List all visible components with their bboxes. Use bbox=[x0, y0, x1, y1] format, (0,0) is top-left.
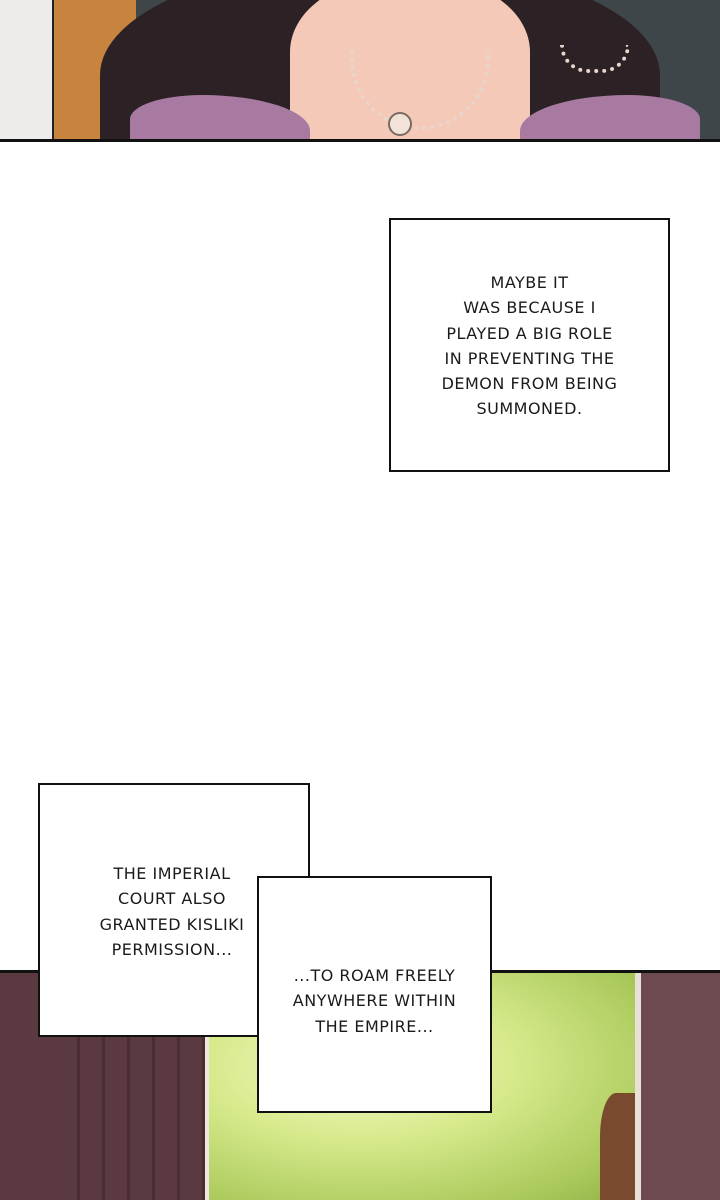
caption-1: MAYBE IT WAS BECAUSE I PLAYED A BIG ROLE… bbox=[389, 270, 670, 422]
wall bbox=[0, 0, 52, 139]
top-comic-panel bbox=[0, 0, 720, 142]
figure-hair bbox=[600, 1093, 640, 1200]
caption-line: WAS BECAUSE I bbox=[463, 298, 596, 318]
caption-line: MAYBE IT bbox=[490, 273, 569, 292]
flower-pendant bbox=[388, 112, 412, 136]
caption-line: GRANTED KISLIKI bbox=[99, 914, 245, 934]
caption-line: PLAYED A BIG ROLE bbox=[446, 323, 613, 343]
caption-3: ...TO ROAM FREELY ANYWHERE WITHIN THE EM… bbox=[257, 963, 492, 1039]
caption-line: ...TO ROAM FREELY bbox=[293, 966, 456, 985]
caption-line: PERMISSION... bbox=[111, 939, 233, 959]
caption-2: THE IMPERIAL COURT ALSO GRANTED KISLIKI … bbox=[38, 861, 306, 962]
caption-line: DEMON FROM BEING bbox=[441, 374, 618, 394]
caption-box-1 bbox=[389, 218, 670, 472]
caption-line: IN PREVENTING THE bbox=[444, 348, 615, 368]
caption-line: ANYWHERE WITHIN bbox=[292, 991, 457, 1011]
caption-line: COURT ALSO bbox=[118, 889, 226, 909]
caption-line: SUMMONED. bbox=[476, 399, 583, 419]
pillar bbox=[635, 973, 720, 1200]
caption-line: THE IMPERIAL bbox=[113, 864, 231, 883]
caption-box-join bbox=[259, 878, 308, 1035]
caption-line: THE EMPIRE... bbox=[315, 1016, 434, 1036]
